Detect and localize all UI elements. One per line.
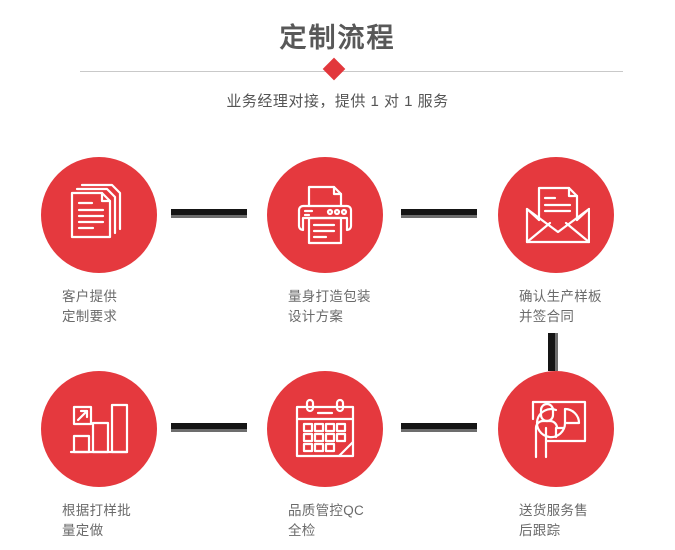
step-6-label: 送货服务售 后跟踪 [519, 503, 588, 538]
envelope-document-icon [525, 186, 590, 244]
connector-4-5 [171, 423, 247, 432]
step-6-circle[interactable] [498, 371, 614, 487]
connector-bar-dark [171, 423, 247, 429]
step-4-circle[interactable] [41, 371, 157, 487]
step-3-label: 确认生产样板 并签合同 [519, 289, 602, 324]
connector-3-4 [548, 333, 558, 371]
connector-5-6 [401, 423, 477, 432]
printer-icon [297, 185, 353, 245]
connector-bar-dark [401, 423, 477, 429]
step-2-circle[interactable] [267, 157, 383, 273]
connector-bar-grey [555, 333, 558, 371]
calendar-icon [295, 398, 355, 458]
connector-bar-grey [401, 215, 477, 218]
header-section: 定制流程 业务经理对接，提供 1 对 1 服务 [0, 0, 675, 130]
step-5-circle[interactable] [267, 371, 383, 487]
connector-bar-grey [401, 429, 477, 432]
step-1-circle[interactable] [41, 157, 157, 273]
connector-bar-dark [548, 333, 555, 371]
connector-2-3 [401, 209, 477, 218]
divider-line [80, 71, 623, 72]
step-4-label: 根据打样批 量定做 [62, 503, 131, 538]
connector-bar-dark [401, 209, 477, 215]
page-title: 定制流程 [279, 23, 396, 53]
step-1-label: 客户提供 定制要求 [62, 289, 118, 324]
presentation-person-icon [531, 400, 587, 459]
step-5-label: 品质管控QC 全检 [288, 503, 365, 538]
connector-1-2 [171, 209, 247, 218]
connector-bar-grey [171, 215, 247, 218]
step-3-circle[interactable] [498, 157, 614, 273]
bar-chart-growth-icon [69, 403, 129, 454]
page-subtitle: 业务经理对接，提供 1 对 1 服务 [226, 93, 449, 110]
title-divider [80, 57, 623, 81]
documents-stack-icon [70, 183, 122, 239]
step-2-label: 量身打造包装 设计方案 [288, 289, 371, 324]
connector-bar-dark [171, 209, 247, 215]
connector-bar-grey [171, 429, 247, 432]
